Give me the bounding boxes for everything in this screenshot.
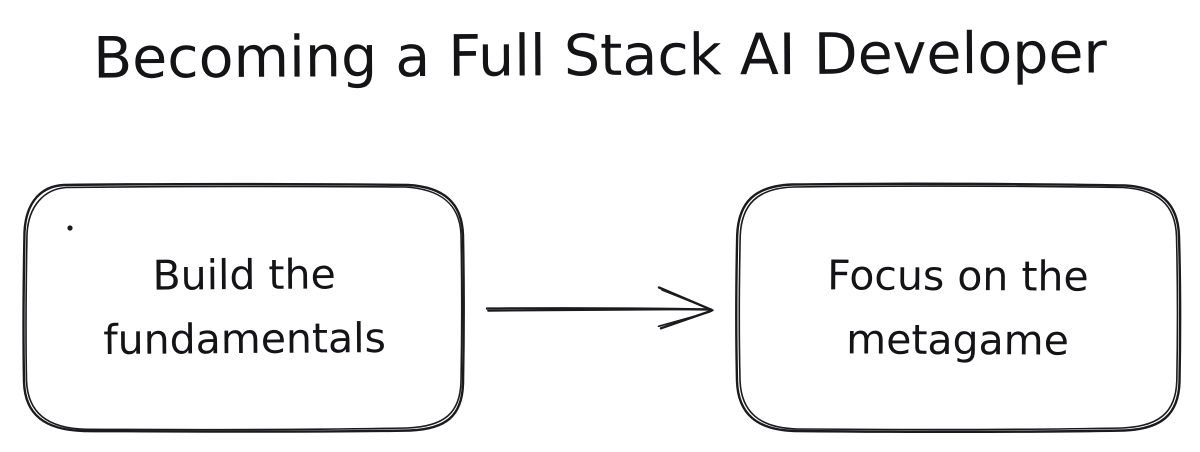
node-label-build-fundamentals: Build the fundamentals [102,250,386,364]
node-build-fundamentals: Build the fundamentals [22,182,466,432]
node-label-focus-metagame: Focus on the metagame [827,251,1090,365]
connector-arrow [485,286,714,330]
node-focus-metagame: Focus on the metagame [735,183,1181,433]
node-outline-focus-metagame [734,182,1182,434]
stray-ink-dot [67,225,73,231]
diagram-title: Becoming a Full Stack AI Developer [92,20,1108,92]
node-outline-build-fundamentals [22,182,465,433]
